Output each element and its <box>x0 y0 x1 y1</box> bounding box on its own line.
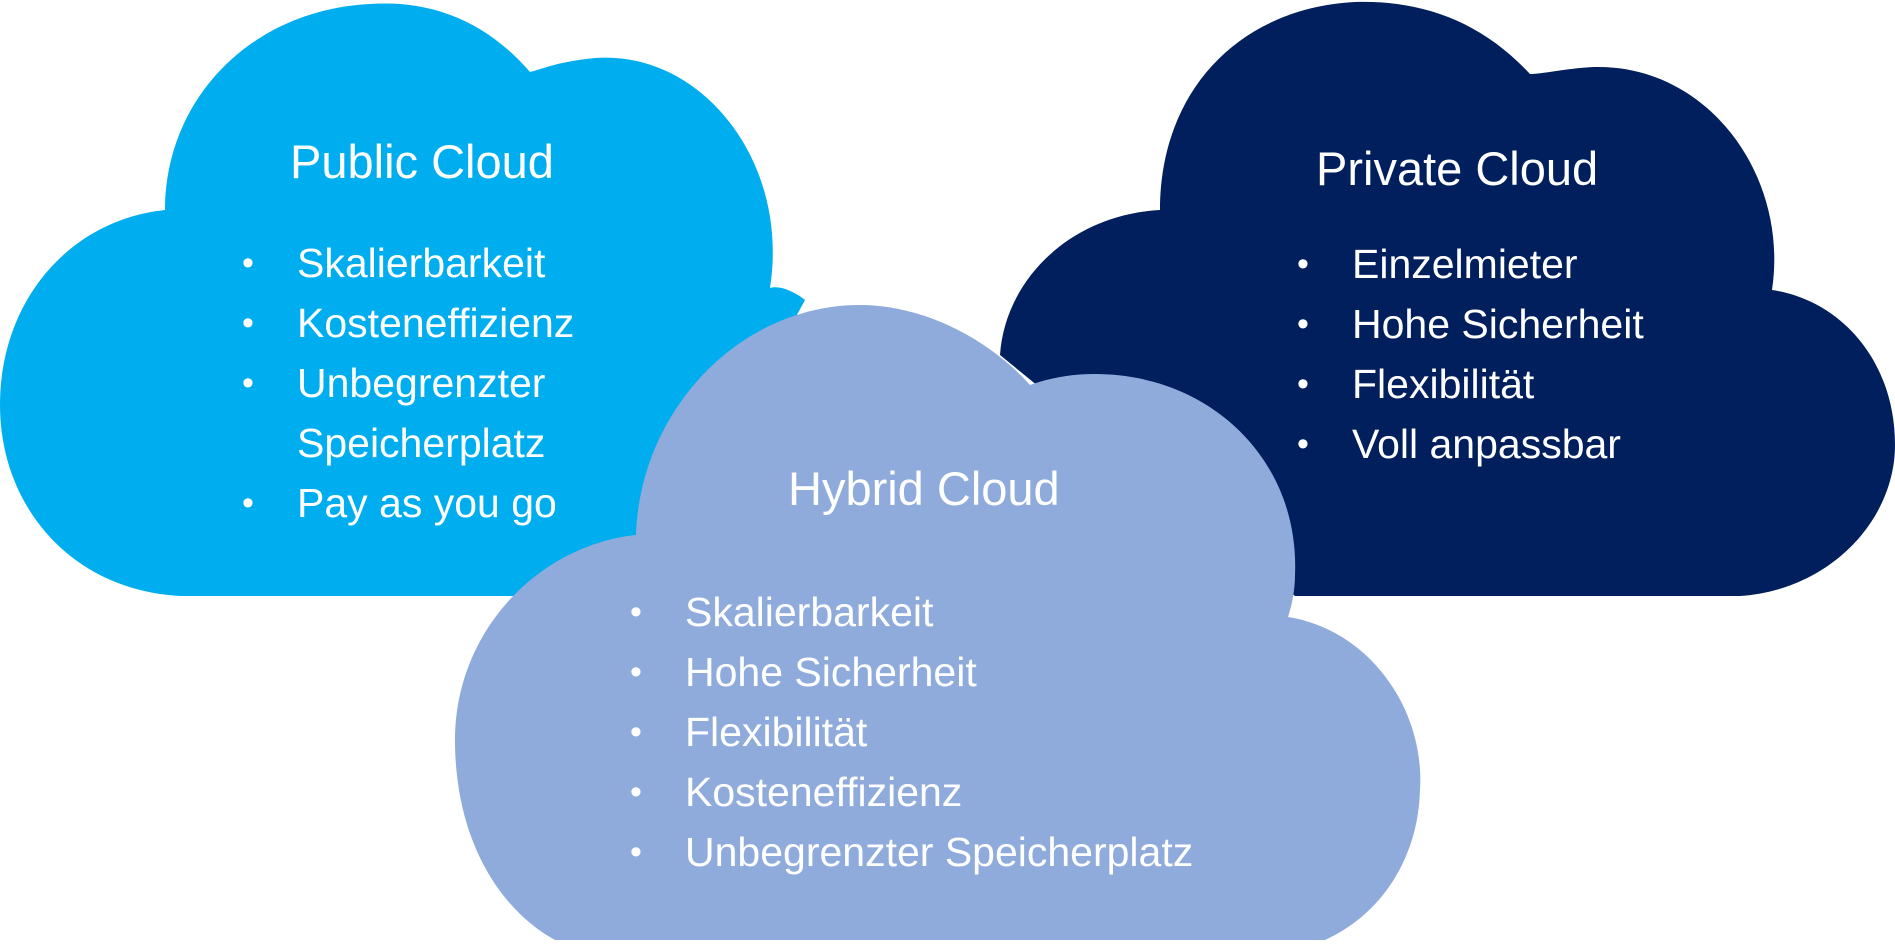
private-cloud-feature: Einzelmieter <box>1297 234 1644 294</box>
public-cloud-feature: Unbegrenzter Speicherplatz <box>242 353 587 473</box>
private-cloud-feature: Flexibilität <box>1297 354 1644 414</box>
hybrid-cloud-feature: Kosteneffizienz <box>630 762 1193 822</box>
private-cloud-feature: Voll anpassbar <box>1297 414 1644 474</box>
public-cloud-title: Public Cloud <box>290 135 554 188</box>
public-cloud-features: Skalierbarkeit Kosteneffizienz Unbegrenz… <box>242 233 587 533</box>
private-cloud-features: Einzelmieter Hohe Sicherheit Flexibilitä… <box>1297 234 1644 474</box>
hybrid-cloud-feature: Unbegrenzter Speicherplatz <box>630 822 1193 882</box>
hybrid-cloud-feature: Skalierbarkeit <box>630 582 1193 642</box>
private-cloud-feature: Hohe Sicherheit <box>1297 294 1644 354</box>
hybrid-cloud-feature: Hohe Sicherheit <box>630 642 1193 702</box>
hybrid-cloud-title: Hybrid Cloud <box>788 462 1060 515</box>
private-cloud-title: Private Cloud <box>1316 142 1599 195</box>
hybrid-cloud-features: Skalierbarkeit Hohe Sicherheit Flexibili… <box>630 582 1193 882</box>
hybrid-cloud-feature: Flexibilität <box>630 702 1193 762</box>
public-cloud-feature: Skalierbarkeit <box>242 233 587 293</box>
public-cloud-feature: Kosteneffizienz <box>242 293 587 353</box>
public-cloud-feature: Pay as you go <box>242 473 587 533</box>
